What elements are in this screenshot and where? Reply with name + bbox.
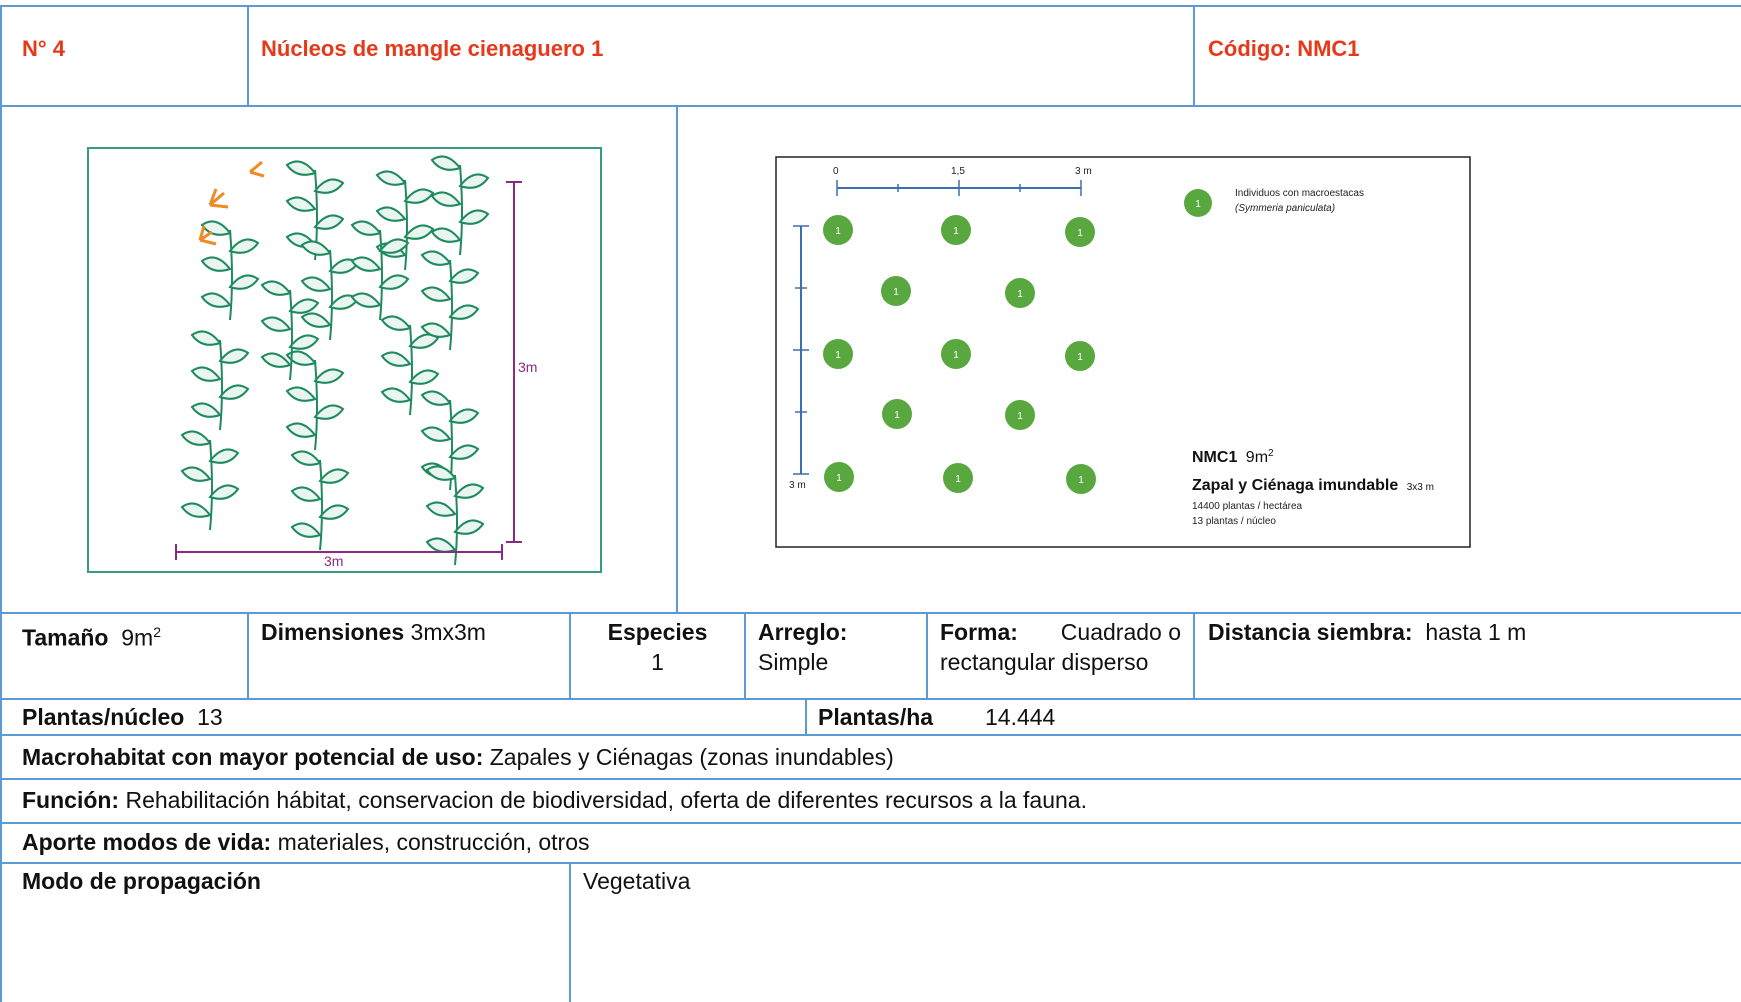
sketch-plant (430, 155, 490, 256)
plants-per-hectare-value: 14.444 (985, 704, 1056, 730)
sketch-plant (290, 450, 350, 551)
plant-marker-label: 1 (1078, 475, 1084, 486)
plants-per-nucleus: Plantas/núcleo 13 (22, 704, 223, 730)
info-dims: 3x3 m (1407, 482, 1434, 493)
svg-text:NMC1 9m2: NMC1 9m2 (1192, 448, 1274, 466)
plant-marker (1005, 278, 1035, 308)
sketch-plant (420, 250, 480, 351)
plant-marker (1005, 400, 1035, 430)
width-dimension-label: 3m (324, 553, 343, 569)
legend-marker-icon (1184, 189, 1212, 217)
sketch-plant (260, 280, 320, 381)
plant-marker (1066, 464, 1096, 494)
info-density: 14400 plantas / hectárea (1192, 501, 1303, 512)
sketch-plant (380, 315, 440, 416)
svg-text:1: 1 (1195, 199, 1201, 210)
plant-marker-label: 1 (955, 474, 961, 485)
distance-cell: Distancia siembra: hasta 1 m (1208, 619, 1527, 645)
legend-species: (Symmeria paniculata) (1235, 203, 1335, 214)
info-count: 13 plantas / núcleo (1192, 516, 1276, 527)
sketch-plant (200, 220, 260, 321)
plant-marker (823, 215, 853, 245)
plant-marker (941, 339, 971, 369)
propagation-label: Modo de propagación (22, 868, 261, 894)
function-row: Función: Rehabilitación hábitat, conserv… (22, 787, 1087, 813)
propagation-value: Vegetativa (583, 868, 691, 894)
height-dimension-label: 3m (518, 359, 537, 375)
macrohabitat-row: Macrohabitat con mayor potencial de uso:… (22, 744, 894, 770)
plant-marker-label: 1 (835, 350, 841, 361)
info-habitat: Zapal y Ciénaga imundable (1192, 477, 1398, 494)
plant-marker-label: 1 (835, 226, 841, 237)
plant-marker-label: 1 (953, 226, 959, 237)
plant-marker (1065, 217, 1095, 247)
plant-marker-label: 1 (894, 410, 900, 421)
size-cell: Tamaño 9m2 (22, 624, 162, 651)
scale-tick-end: 3 m (1075, 166, 1092, 177)
svg-text:Zapal y Ciénaga imundable: Zapal y Ciénaga imundable 3x3 m (1192, 477, 1434, 494)
sketch-plant (350, 220, 410, 321)
plant-marker (1065, 341, 1095, 371)
plant-marker (824, 462, 854, 492)
sheet-title: Núcleos de mangle cienaguero 1 (261, 36, 604, 61)
sketch-plant (300, 240, 360, 341)
legend-text: Individuos con macroestacas (1235, 188, 1364, 199)
sketch-plant (180, 430, 240, 531)
sketch-plant (190, 330, 250, 431)
plant-marker (941, 215, 971, 245)
info-area: 9m (1246, 449, 1268, 466)
plant-marker-label: 1 (836, 473, 842, 484)
plant-marker-label: 1 (1017, 289, 1023, 300)
plant-marker (823, 339, 853, 369)
plant-marker-label: 1 (953, 350, 959, 361)
sketch-plant (425, 465, 485, 566)
dimensions-cell: Dimensiones 3mx3m (261, 619, 486, 645)
sheet-number: N° 4 (22, 36, 66, 61)
plant-marker-label: 1 (1077, 228, 1083, 239)
plot-sketch: 3m 3m (87, 147, 602, 573)
planting-diagram: 0 1,5 3 m 3 m 1 1 1 1 1 1 1 1 1 1 1 1 1 1 Individuos… (775, 156, 1471, 548)
left-scale-label: 3 m (789, 480, 806, 491)
plants-per-hectare: Plantas/ha (818, 704, 934, 730)
plant-marker-label: 1 (893, 287, 899, 298)
livelihood-row: Aporte modos de vida: materiales, constr… (22, 829, 590, 855)
scale-tick-mid: 1,5 (951, 166, 965, 177)
shape-cell: Forma:Cuadrado o rectangular disperso (940, 619, 1181, 675)
scale-tick-0: 0 (833, 166, 839, 177)
plant-marker-label: 1 (1017, 411, 1023, 422)
info-code: NMC1 (1192, 449, 1237, 466)
orange-flowers (198, 160, 265, 246)
plant-marker (943, 463, 973, 493)
sheet-code: Código: NMC1 (1208, 36, 1360, 61)
arrangement-cell: Arreglo:Simple (758, 619, 848, 675)
sketch-plant (285, 350, 345, 451)
plant-marker-label: 1 (1077, 352, 1083, 363)
plant-marker (881, 276, 911, 306)
plant-marker (882, 399, 912, 429)
